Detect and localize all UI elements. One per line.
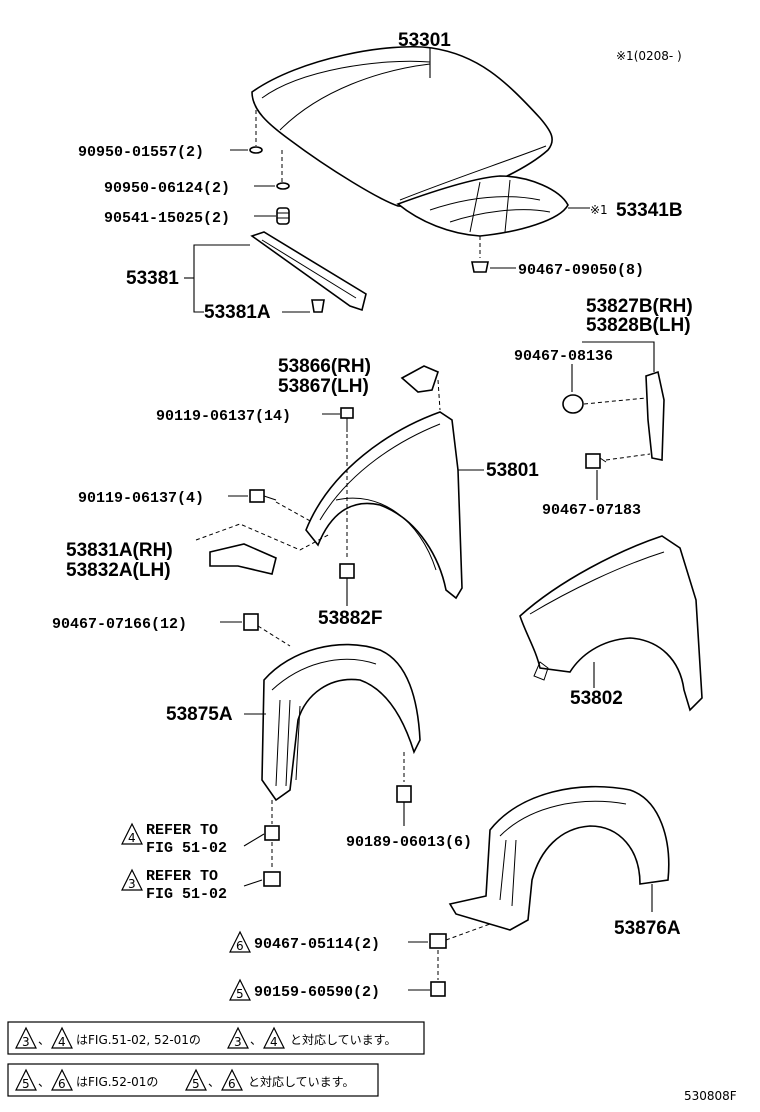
- bolt-90119-06137-14[interactable]: [340, 407, 354, 432]
- svg-text:4: 4: [270, 1035, 278, 1049]
- label-53381: 53381: [126, 268, 179, 289]
- label-53867: 53867(LH): [278, 376, 369, 397]
- triangle-num-4: 4: [128, 831, 136, 845]
- figure-code: 530808F: [684, 1089, 737, 1103]
- fender-liner-53876A[interactable]: [448, 785, 670, 931]
- dash-bracket: [195, 523, 331, 551]
- label-53876A: 53876A: [614, 918, 681, 939]
- label-90467-05114: 90467-05114(2): [254, 936, 380, 953]
- svg-text:6: 6: [58, 1077, 66, 1091]
- note-box-2: 5 、 6 はFIG.52-01の 5 、 6 と対応しています。: [7, 1063, 379, 1097]
- svg-text:5: 5: [192, 1077, 200, 1091]
- cushion-90950-06124[interactable]: [276, 182, 290, 190]
- clip-90467-08136[interactable]: [562, 394, 584, 414]
- clip-90467-09050[interactable]: [471, 261, 489, 273]
- cushion-90950-01557[interactable]: [249, 146, 263, 154]
- label-53882F: 53882F: [318, 608, 382, 629]
- dash-07166: [257, 625, 291, 647]
- triangle-num-3: 3: [128, 877, 136, 891]
- dash-53866: [437, 379, 441, 411]
- triangle-num-5: 5: [236, 987, 244, 1001]
- label-53802: 53802: [570, 688, 623, 709]
- seal-53866[interactable]: [400, 365, 439, 393]
- label-53827B: 53827B(RH): [586, 296, 693, 317]
- svg-text:4: 4: [58, 1035, 66, 1049]
- hood-insulator[interactable]: [396, 175, 569, 237]
- note-box-1: 3 、 4 はFIG.51-02, 52-01の 3 、 4 と対応しています。: [7, 1021, 425, 1055]
- label-53832A: 53832A(LH): [66, 560, 171, 581]
- label-refer-to-2: REFER TO: [146, 868, 218, 885]
- label-90467-07183: 90467-07183: [542, 502, 641, 519]
- label-53831A: 53831A(RH): [66, 540, 173, 561]
- triangle-mark-6: [229, 930, 251, 953]
- triangle-mark-5: [229, 978, 251, 1001]
- triangle-mark-4: [121, 822, 143, 845]
- leader-refer-2: [243, 879, 263, 887]
- label-90159-60590: 90159-60590(2): [254, 984, 380, 1001]
- svg-text:はFIG.51-02, 52-01の: はFIG.51-02, 52-01の: [76, 1033, 201, 1047]
- svg-text:、: 、: [208, 1075, 220, 1089]
- label-90950-06124: 90950-06124(2): [104, 180, 230, 197]
- cushion-90541-15025[interactable]: [276, 207, 290, 225]
- clip-90467-07183[interactable]: [585, 453, 607, 469]
- label-90950-01557: 90950-01557(2): [78, 144, 204, 161]
- label-53866: 53866(RH): [278, 356, 371, 377]
- dash-05114: [445, 923, 491, 941]
- label-53875A: 53875A: [166, 704, 233, 725]
- bracket-53827B[interactable]: [645, 370, 665, 461]
- label-90119-06137-4: 90119-06137(4): [78, 490, 204, 507]
- label-90119-06137-14: 90119-06137(14): [156, 408, 291, 425]
- dash-07183: [605, 453, 651, 461]
- nut-53882F[interactable]: [339, 563, 355, 579]
- svg-text:5: 5: [22, 1077, 30, 1091]
- svg-text:と対応しています。: と対応しています。: [248, 1075, 354, 1089]
- front-fender-53801[interactable]: [305, 411, 463, 600]
- clip-90467-05114[interactable]: [429, 933, 447, 949]
- bracket-line-53827B: [582, 341, 655, 372]
- fender-liner-53875A[interactable]: [261, 643, 421, 802]
- clip-90189-06013[interactable]: [396, 785, 412, 803]
- bolt-90119-06137-4[interactable]: [249, 489, 277, 503]
- label-53301: 53301: [398, 30, 451, 51]
- label-90467-08136: 90467-08136: [514, 348, 613, 365]
- svg-text:3: 3: [234, 1035, 242, 1049]
- svg-text:、: 、: [38, 1033, 50, 1047]
- dash-bolt-4: [275, 501, 313, 523]
- label-53341B: 53341B: [616, 200, 683, 221]
- clip-53381A[interactable]: [311, 299, 325, 313]
- note-1-date: ※1(0208- ): [616, 49, 682, 63]
- bolt-refer-3[interactable]: [263, 871, 281, 887]
- triangle-mark-3: [121, 868, 143, 891]
- label-fig-51-02-2: FIG 51-02: [146, 886, 227, 903]
- hood-seal-53381[interactable]: [250, 231, 367, 312]
- dash-08136: [583, 397, 647, 405]
- triangle-num-6: 6: [236, 939, 244, 953]
- mark-1-53341B: ※1: [590, 203, 608, 217]
- svg-text:、: 、: [38, 1075, 50, 1089]
- label-90189-06013: 90189-06013(6): [346, 834, 472, 851]
- leader-refer-1: [243, 833, 265, 847]
- svg-text:6: 6: [228, 1077, 236, 1091]
- svg-text:はFIG.52-01の: はFIG.52-01の: [76, 1075, 158, 1089]
- front-fender-53802[interactable]: [519, 535, 703, 712]
- label-fig-51-02-1: FIG 51-02: [146, 840, 227, 857]
- label-53828B: 53828B(LH): [586, 315, 691, 336]
- bracket-53831A[interactable]: [209, 543, 277, 575]
- label-53801: 53801: [486, 460, 539, 481]
- svg-text:3: 3: [22, 1035, 30, 1049]
- label-90467-07166: 90467-07166(12): [52, 616, 187, 633]
- label-90541-15025: 90541-15025(2): [104, 210, 230, 227]
- bolt-refer-4[interactable]: [264, 825, 280, 841]
- label-90467-09050: 90467-09050(8): [518, 262, 644, 279]
- label-53381A: 53381A: [204, 302, 271, 323]
- hood-panel[interactable]: [251, 45, 553, 209]
- clip-90467-07166[interactable]: [243, 613, 259, 631]
- svg-text:と対応しています。: と対応しています。: [290, 1033, 396, 1047]
- svg-text:、: 、: [250, 1033, 262, 1047]
- bolt-90159-60590[interactable]: [430, 981, 446, 997]
- label-refer-to-1: REFER TO: [146, 822, 218, 839]
